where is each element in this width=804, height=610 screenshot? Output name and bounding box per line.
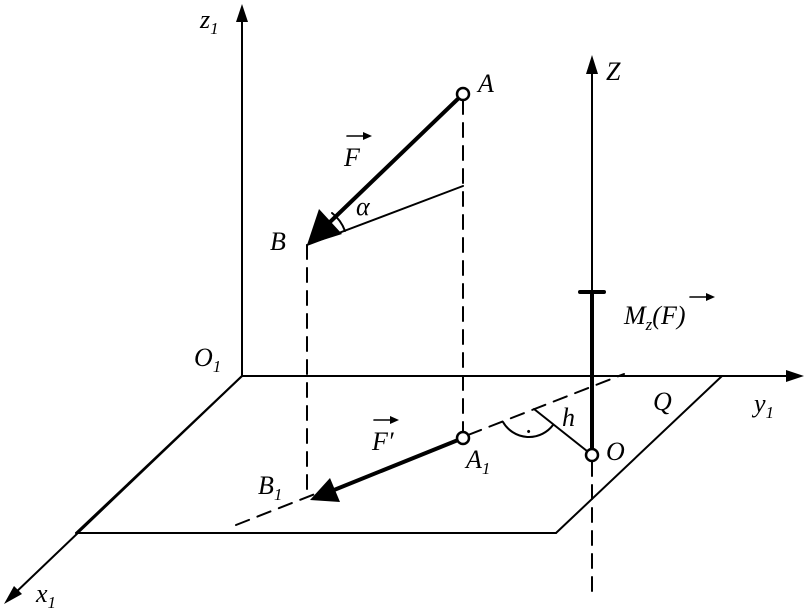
label-y1: y1 — [751, 389, 774, 422]
point-a1 — [455, 430, 471, 446]
angle-alpha-arc — [331, 212, 346, 232]
label-z: Z — [606, 57, 621, 86]
vector-accent-f-proj — [373, 416, 399, 424]
label-x1: x1 — [35, 579, 56, 610]
axis-z1 — [236, 4, 248, 377]
label-h: h — [562, 403, 575, 432]
vector-accent-moment — [689, 293, 715, 301]
label-q: Q — [653, 387, 672, 416]
moment-bar — [578, 290, 606, 450]
label-moment: Mz(F) — [623, 301, 686, 334]
label-b1: B1 — [258, 471, 282, 504]
perpendicular-h — [533, 408, 593, 456]
label-z1: z1 — [199, 5, 219, 38]
point-o — [584, 447, 600, 463]
point-a — [455, 86, 471, 102]
force-f-proj-arrow — [310, 436, 465, 502]
label-b: B — [270, 227, 286, 256]
label-a1: A1 — [464, 445, 490, 478]
axis-y1 — [241, 370, 804, 382]
line-of-action — [235, 373, 625, 526]
label-alpha: α — [356, 192, 371, 221]
label-f: F — [343, 143, 361, 172]
label-f-proj: F′ — [371, 427, 394, 456]
label-o: O — [606, 437, 625, 466]
label-o1: O1 — [194, 343, 221, 376]
label-a: A — [476, 69, 494, 98]
right-angle-arc — [502, 421, 554, 439]
right-angle-dot: · — [525, 417, 532, 446]
vector-accent-f — [346, 132, 372, 140]
plane-q — [75, 375, 723, 534]
force-f-arrow — [307, 92, 465, 245]
